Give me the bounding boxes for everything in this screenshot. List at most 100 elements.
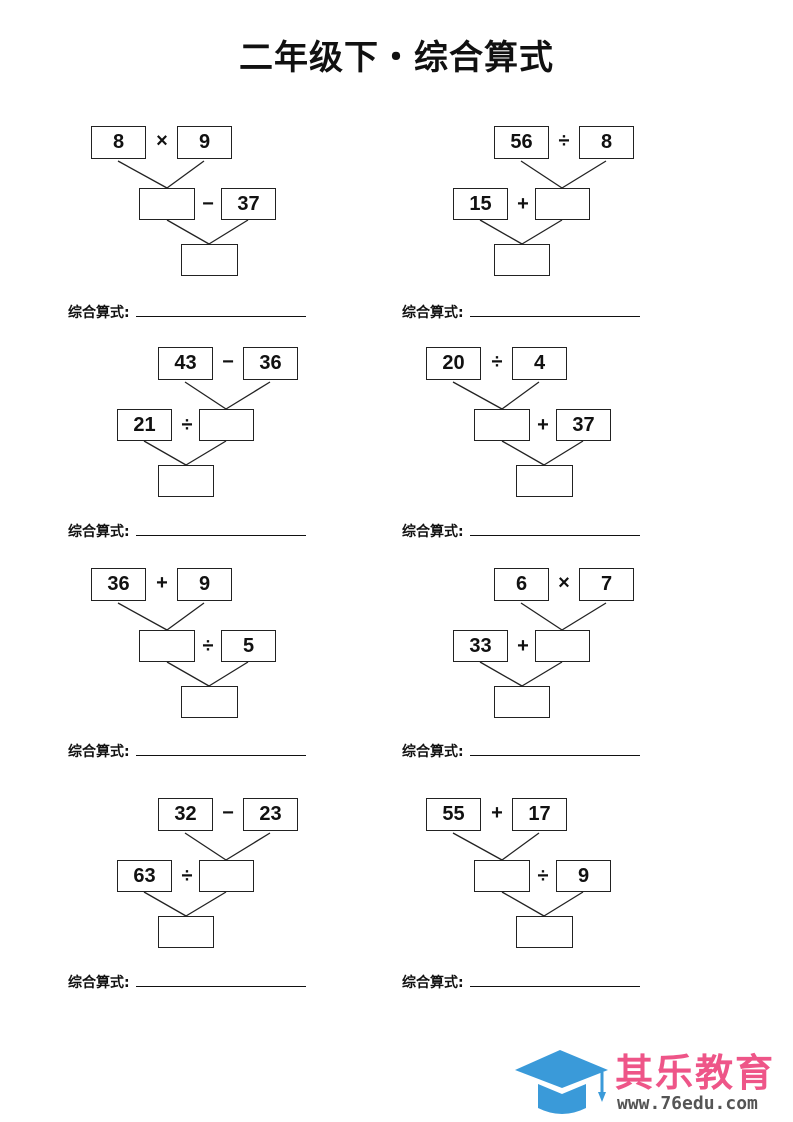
- formula-answer-blank[interactable]: [136, 986, 306, 987]
- connector-line: [521, 219, 563, 245]
- middle-number: 37: [221, 188, 276, 220]
- top-number-1: 56: [494, 126, 549, 159]
- formula-label: 综合算式:: [402, 305, 464, 321]
- connector-lines: [143, 381, 271, 466]
- middle-operator: +: [517, 635, 529, 657]
- top-number-2: 7: [579, 568, 634, 601]
- middle-number: 21: [117, 409, 172, 441]
- middle-blank-box[interactable]: [474, 409, 530, 441]
- page-title: 二年级下・综合算式: [239, 38, 554, 78]
- middle-blank-box[interactable]: [199, 860, 254, 892]
- connector-line: [543, 891, 584, 917]
- middle-operator: −: [202, 193, 214, 215]
- formula-answer-blank[interactable]: [470, 755, 640, 756]
- formula-answer-blank[interactable]: [470, 316, 640, 317]
- middle-blank-box[interactable]: [535, 188, 590, 220]
- formula-row-2: 综合算式:: [402, 302, 640, 322]
- connector-line: [561, 602, 607, 631]
- middle-number: 37: [556, 409, 611, 441]
- formula-row-6: 综合算式:: [402, 741, 640, 761]
- middle-blank-box[interactable]: [535, 630, 590, 662]
- formula-answer-blank[interactable]: [136, 316, 306, 317]
- logo-url: www.76edu.com: [617, 1093, 758, 1114]
- middle-number: 33: [453, 630, 508, 662]
- top-number-1: 32: [158, 798, 213, 831]
- connector-line: [501, 381, 540, 410]
- formula-row-7: 综合算式:: [68, 972, 306, 992]
- formula-label: 综合算式:: [68, 305, 130, 321]
- formula-label: 综合算式:: [68, 524, 130, 540]
- top-operator: −: [222, 802, 234, 824]
- connector-line: [501, 440, 545, 466]
- middle-operator: +: [517, 193, 529, 215]
- formula-label: 综合算式:: [68, 975, 130, 991]
- result-blank-box[interactable]: [158, 916, 214, 948]
- top-number-2: 17: [512, 798, 567, 831]
- formula-label: 综合算式:: [402, 744, 464, 760]
- result-blank-box[interactable]: [516, 916, 573, 948]
- result-blank-box[interactable]: [181, 686, 238, 718]
- connector-line: [185, 440, 227, 466]
- connector-line: [143, 891, 187, 917]
- connector-line: [208, 661, 249, 687]
- top-number-1: 6: [494, 568, 549, 601]
- connector-line: [561, 160, 607, 189]
- top-number-2: 36: [243, 347, 298, 380]
- connector-line: [166, 219, 210, 245]
- formula-row-8: 综合算式:: [402, 972, 640, 992]
- formula-label: 综合算式:: [402, 524, 464, 540]
- logo: 其乐教育 www.76edu.com: [510, 1042, 793, 1117]
- connector-line: [166, 661, 210, 687]
- connector-lines: [452, 381, 584, 466]
- connector-line: [166, 160, 205, 189]
- middle-operator: ÷: [202, 635, 214, 657]
- formula-label: 综合算式:: [68, 744, 130, 760]
- connector-line: [479, 661, 523, 687]
- middle-number: 9: [556, 860, 611, 892]
- top-number-1: 20: [426, 347, 481, 380]
- connector-line: [184, 381, 227, 410]
- top-number-2: 4: [512, 347, 567, 380]
- connector-line: [166, 602, 205, 631]
- top-number-1: 8: [91, 126, 146, 159]
- result-blank-box[interactable]: [158, 465, 214, 497]
- connector-line: [520, 602, 563, 631]
- connector-line: [184, 832, 227, 861]
- connector-lines: [117, 602, 249, 687]
- connector-line: [117, 160, 168, 189]
- result-blank-box[interactable]: [494, 244, 550, 276]
- formula-row-1: 综合算式:: [68, 302, 306, 322]
- top-operator: −: [222, 351, 234, 373]
- formula-answer-blank[interactable]: [136, 535, 306, 536]
- connector-line: [117, 602, 168, 631]
- connector-line: [501, 891, 545, 917]
- formula-answer-blank[interactable]: [470, 986, 640, 987]
- result-blank-box[interactable]: [494, 686, 550, 718]
- top-number-2: 9: [177, 126, 232, 159]
- connector-line: [520, 160, 563, 189]
- connector-line: [208, 219, 249, 245]
- top-number-1: 55: [426, 798, 481, 831]
- connector-line: [225, 832, 271, 861]
- top-operator: ×: [558, 572, 570, 594]
- middle-operator: ÷: [537, 865, 549, 887]
- formula-answer-blank[interactable]: [136, 755, 306, 756]
- middle-blank-box[interactable]: [139, 188, 195, 220]
- result-blank-box[interactable]: [516, 465, 573, 497]
- top-operator: +: [491, 802, 503, 824]
- result-blank-box[interactable]: [181, 244, 238, 276]
- middle-blank-box[interactable]: [139, 630, 195, 662]
- connector-lines: [479, 602, 607, 687]
- top-operator: +: [156, 572, 168, 594]
- middle-blank-box[interactable]: [474, 860, 530, 892]
- middle-blank-box[interactable]: [199, 409, 254, 441]
- top-operator: ÷: [558, 130, 570, 152]
- formula-answer-blank[interactable]: [470, 535, 640, 536]
- top-number-2: 23: [243, 798, 298, 831]
- connector-line: [521, 661, 563, 687]
- logo-name: 其乐教育: [615, 1051, 776, 1095]
- middle-number: 15: [453, 188, 508, 220]
- connector-line: [543, 440, 584, 466]
- connector-line: [452, 832, 503, 861]
- connector-lines: [143, 832, 271, 917]
